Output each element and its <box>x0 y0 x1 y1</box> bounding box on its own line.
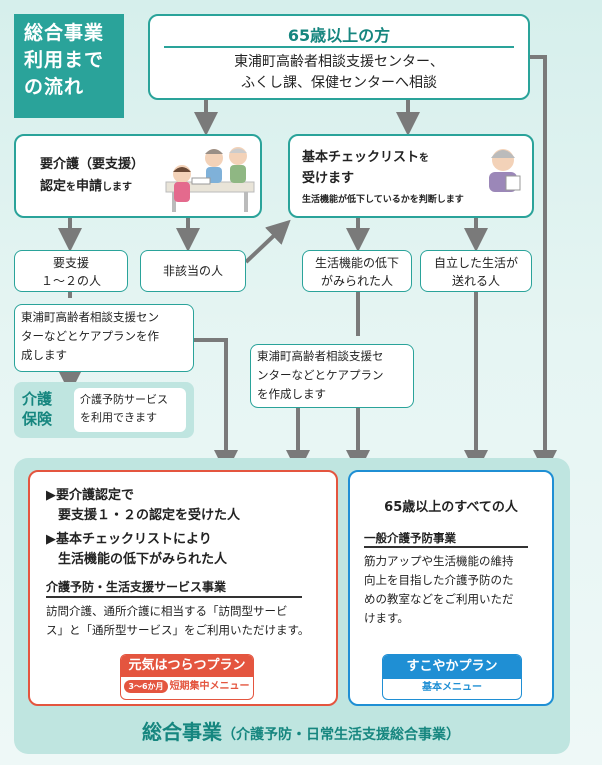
apply-line2: 認定を申請します <box>40 176 144 199</box>
checklist-line2: 受けます <box>302 171 355 186</box>
condition-1-line2: 要支援１・２の認定を受けた人 <box>58 508 241 523</box>
checklist-sub: 生活機能が低下しているかを判断します <box>302 195 464 205</box>
genki-plan-sub: 3～6か月短期集中メニュー <box>121 677 253 697</box>
kaigo-hoken-label-line2: 保険 <box>22 410 53 428</box>
kaigo-hoken-label: 介護 保険 <box>22 389 52 429</box>
blue-title: 65歳以上のすべての人 <box>384 500 518 515</box>
care-plan-box-1: 東浦町高齢者相談支援セン ターなどとケアプランを作 成します <box>14 304 194 372</box>
genki-plan-sub-text: 短期集中メニュー <box>169 681 250 692</box>
care-plan-1-line1: 東浦町高齢者相談支援セン <box>21 310 159 324</box>
condition-1-line1-text: 要介護認定で <box>56 488 135 503</box>
genki-plan-title: 元気はつらつプラン <box>121 655 253 677</box>
condition-2-line1: ▶基本チェックリストにより <box>46 530 227 550</box>
care-plan-2-line2: ンターなどとケアプラン <box>257 368 384 382</box>
care-plan-1-line2: ターなどとケアプランを作 <box>21 329 159 343</box>
consultation-people-illustration <box>165 147 255 212</box>
flow-title-line1: 総合事業 <box>24 22 105 44</box>
arrow-higaito-to-check <box>244 219 291 264</box>
care-plan-box-2: 東浦町高齢者相談支援セ ンターなどとケアプラン を作成します <box>250 344 414 408</box>
blue-desc-line4: けます。 <box>364 611 409 625</box>
apply-certification-box: 要介護（要支援） 認定を申請します <box>14 134 262 218</box>
condition-2-line1-text: 基本チェックリストにより <box>56 532 212 547</box>
red-section-title: 介護予防・生活支援サービス事業 <box>46 580 227 594</box>
consult-desc-line1: 東浦町高齢者相談支援センター、 <box>234 54 444 70</box>
red-section-underline <box>46 596 302 598</box>
red-section-desc: 訪問介護、通所介護に相当する「訪問型サービ ス」と「通所型サービス」をご利用いた… <box>46 602 336 640</box>
kaigo-hoken-desc: 介護予防サービス を利用できます <box>74 388 186 432</box>
result-higaito-box: 非該当の人 <box>140 250 246 292</box>
apply-line2-c: 申請 <box>76 179 103 194</box>
sogo-jigyo-title: 総合事業（介護予防・日常生活支援総合事業） <box>0 716 602 745</box>
result-yoshien-box: 要支援 １～２の人 <box>14 250 128 292</box>
result-jiritsu-line2: 送れる人 <box>451 274 500 288</box>
consult-desc: 東浦町高齢者相談支援センター、 ふくし課、保健センターへ相談 <box>150 52 528 94</box>
kaigo-hoken-desc-line1: 介護予防サービス <box>80 393 168 406</box>
blue-desc-line3: めの教室などをご利用いただ <box>364 592 514 606</box>
condition-1: ▶要介護認定で 要支援１・２の認定を受けた人 <box>46 486 240 526</box>
result-jiritsu-box: 自立した生活が 送れる人 <box>420 250 532 292</box>
result-jiritsu-line1: 自立した生活が <box>433 256 518 270</box>
triangle-icon: ▶ <box>46 532 56 547</box>
care-prevention-service-box: ▶要介護認定で 要支援１・２の認定を受けた人 ▶基本チェックリストにより 生活機… <box>28 470 338 706</box>
condition-1-line1: ▶要介護認定で <box>46 486 240 506</box>
checklist-line1-b: を <box>419 153 430 164</box>
blue-section-desc: 筋力アップや生活機能の維持 向上を目指した介護予防のた めの教室などをご利用いた… <box>364 552 550 628</box>
result-higaito-label: 非該当の人 <box>162 264 223 278</box>
consult-box: 65歳以上の方 東浦町高齢者相談支援センター、 ふくし課、保健センターへ相談 <box>148 14 530 100</box>
sukoyaka-plan-title: すこやかプラン <box>383 655 521 679</box>
result-yoshien-line1: 要支援 <box>52 256 89 270</box>
sukoyaka-plan-badge: すこやかプラン 基本メニュー <box>382 654 522 700</box>
condition-2-line2: 生活機能の低下がみられた人 <box>58 552 228 567</box>
condition-2: ▶基本チェックリストにより 生活機能の低下がみられた人 <box>46 530 227 570</box>
blue-desc-line1: 筋力アップや生活機能の維持 <box>364 554 514 568</box>
blue-section-title: 一般介護予防事業 <box>364 531 456 545</box>
sogo-jigyo-title-main: 総合事業 <box>142 720 222 744</box>
care-plan-2-line1: 東浦町高齢者相談支援セ <box>257 349 384 363</box>
triangle-icon: ▶ <box>46 488 56 503</box>
checklist-box: 基本チェックリストを 受けます 生活機能が低下しているかを判断します <box>288 134 534 218</box>
checklist-line1: 基本チェックリストを <box>302 148 429 169</box>
genki-plan-badge: 元気はつらつプラン 3～6か月短期集中メニュー <box>120 654 254 700</box>
consult-title-underline <box>164 46 514 48</box>
red-desc-line2: ス」と「通所型サービス」をご利用いただけます。 <box>46 623 310 637</box>
flow-title-block: 総合事業 利用まで の流れ <box>14 14 124 118</box>
elderly-person-illustration <box>489 149 521 192</box>
flow-title-line2: 利用まで <box>24 49 105 71</box>
consult-desc-line2: ふくし課、保健センターへ相談 <box>241 75 437 91</box>
checklist-line1-a: 基本チェックリスト <box>302 150 420 165</box>
apply-line2-d: します <box>102 182 133 193</box>
blue-desc-line2: 向上を目指した介護予防のた <box>364 573 514 587</box>
apply-text: 要介護（要支援） 認定を申請します <box>40 154 144 199</box>
blue-section-underline <box>364 546 528 548</box>
care-plan-1-line3: 成します <box>21 348 67 362</box>
checklist-title: 基本チェックリストを 受けます <box>302 148 429 189</box>
kaigo-hoken-panel: 介護 保険 介護予防サービス を利用できます <box>14 382 194 438</box>
sukoyaka-plan-sub: 基本メニュー <box>422 682 482 693</box>
result-teika-box: 生活機能の低下 がみられた人 <box>302 250 412 292</box>
arrow-plan1-to-red <box>194 338 238 474</box>
arrow-top-to-blue <box>530 55 557 474</box>
kaigo-hoken-desc-line2: を利用できます <box>80 411 157 424</box>
sogo-jigyo-title-sub: （介護予防・日常生活支援総合事業） <box>222 727 460 743</box>
consult-title: 65歳以上の方 <box>287 26 391 45</box>
apply-line2-b: を <box>66 182 77 193</box>
result-yoshien-line2: １～２の人 <box>40 274 101 288</box>
apply-line2-a: 認定 <box>40 179 67 194</box>
apply-line1: 要介護（要支援） <box>40 157 145 172</box>
result-teika-line1: 生活機能の低下 <box>314 256 399 270</box>
kaigo-hoken-label-line1: 介護 <box>22 390 53 408</box>
genki-plan-pill: 3～6か月 <box>124 680 168 693</box>
flow-title-line3: の流れ <box>24 76 85 98</box>
red-desc-line1: 訪問介護、通所介護に相当する「訪問型サービ <box>46 604 288 618</box>
care-plan-2-line3: を作成します <box>257 387 326 401</box>
result-teika-line2: がみられた人 <box>320 274 393 288</box>
general-prevention-box: 65歳以上のすべての人 一般介護予防事業 筋力アップや生活機能の維持 向上を目指… <box>348 470 554 706</box>
